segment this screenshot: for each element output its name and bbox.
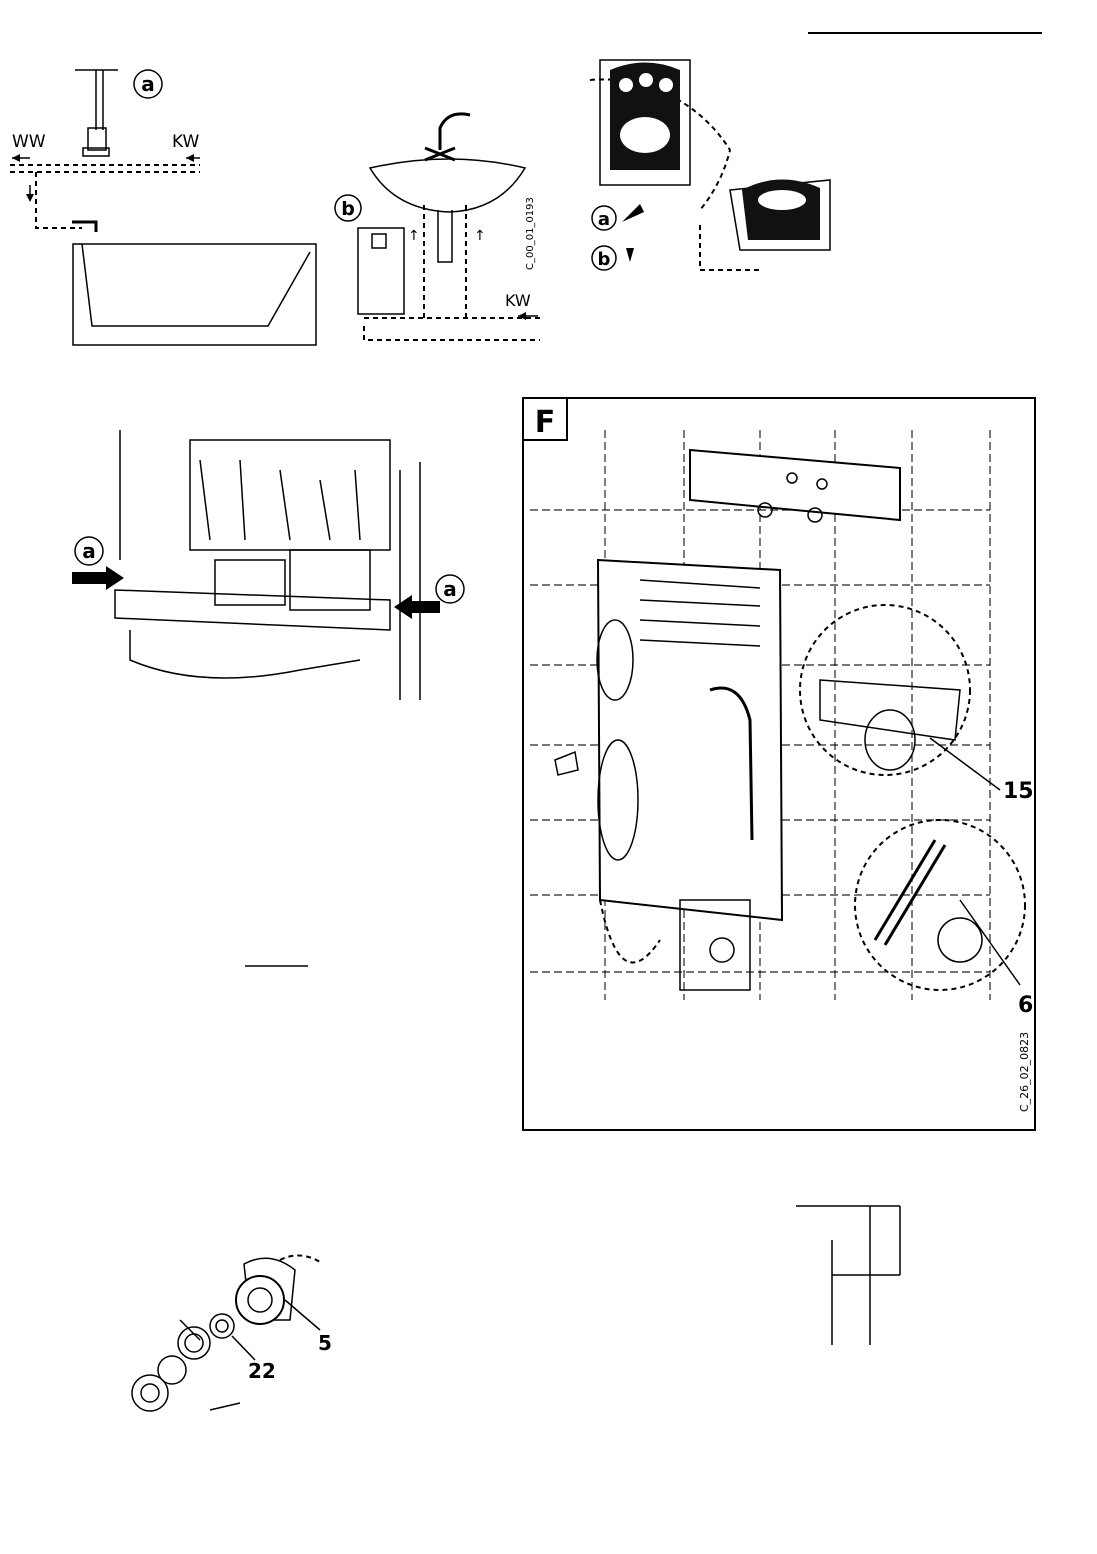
callout-22: 22 bbox=[248, 1359, 276, 1383]
arrow-icon bbox=[622, 204, 644, 222]
faucet-icon bbox=[438, 112, 471, 150]
svg-text:↑: ↑ bbox=[408, 228, 420, 244]
callout-15: 15 bbox=[1003, 779, 1034, 804]
detail-circle-6 bbox=[854, 819, 1026, 991]
label-kw: KW bbox=[172, 132, 200, 152]
appliance-body bbox=[596, 558, 784, 922]
callout-a: a bbox=[141, 72, 155, 96]
figure-F: F 15 6 C_26_02_0823 bbox=[522, 397, 1036, 1131]
water-heater-icon bbox=[357, 227, 405, 315]
label-ww: WW bbox=[12, 132, 46, 152]
callout-a-left: a bbox=[82, 539, 96, 563]
callout-circle-a bbox=[133, 69, 163, 99]
detail-circle-15 bbox=[799, 604, 971, 776]
callout-a-right: a bbox=[443, 577, 457, 601]
bathtub bbox=[72, 243, 317, 346]
figure-opened-unit: a a bbox=[72, 430, 465, 700]
callout-b: b bbox=[341, 198, 355, 220]
figure-panel-removal: a b bbox=[589, 59, 831, 271]
callout-6: 6 bbox=[1018, 993, 1033, 1018]
table-fragment bbox=[796, 1205, 901, 1345]
water-heater-icon bbox=[87, 127, 107, 151]
faucet-icon bbox=[72, 220, 98, 232]
code-vertical-F: C_26_02_0823 bbox=[1018, 1032, 1031, 1112]
figure-letter: F bbox=[535, 405, 556, 440]
figure-F-frame bbox=[522, 397, 1036, 1131]
figure-connection-parts: 5 22 bbox=[131, 1254, 332, 1412]
washbasin bbox=[368, 158, 527, 213]
mounting-bracket bbox=[689, 448, 901, 522]
svg-text:↑: ↑ bbox=[474, 228, 486, 244]
figure-bathtub: a WW KW bbox=[10, 69, 317, 346]
gasket-22 bbox=[209, 1313, 235, 1339]
arrow-icon bbox=[72, 566, 124, 590]
callout-5: 5 bbox=[318, 1331, 332, 1355]
callout-b-panel: b bbox=[598, 249, 611, 270]
callout-a-panel: a bbox=[598, 209, 610, 230]
figure-washbasin: b ↑ ↑ KW C_00_01_0193 bbox=[334, 112, 540, 341]
code-vertical-1: C_00_01_0193 bbox=[525, 197, 536, 270]
label-kw-washbasin: KW bbox=[505, 291, 531, 310]
